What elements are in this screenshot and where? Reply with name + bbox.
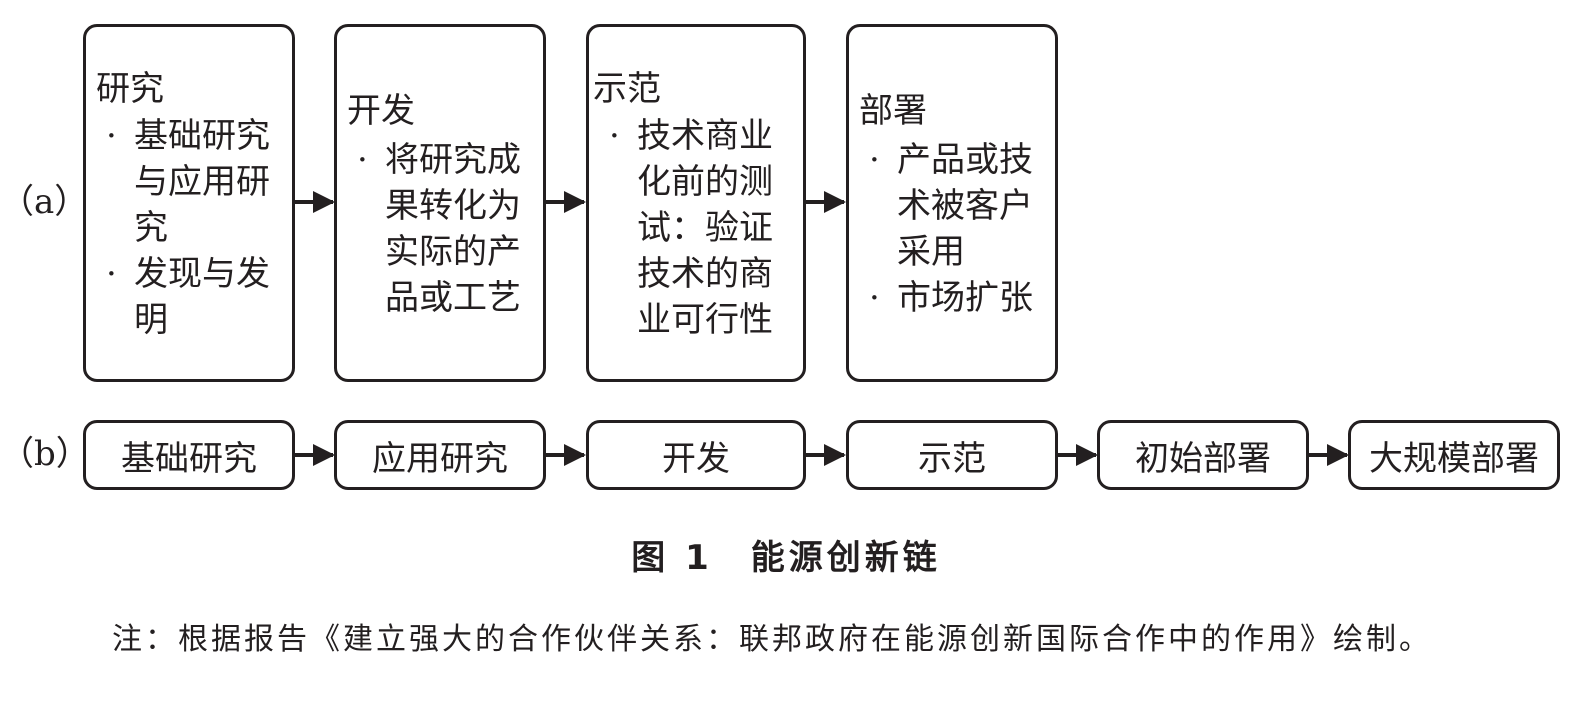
stage-title: 开发: [347, 91, 415, 131]
bullet-item: ·技术商业化前的测试：验证技术的商业可行性: [595, 113, 799, 343]
stage-development-box: 开发 ·将研究成果转化为实际的产品或工艺: [334, 24, 546, 382]
panel-b-label: （b）: [0, 434, 90, 474]
stage-large-scale-deployment: 大规模部署: [1348, 420, 1560, 490]
figure-caption: 图 1 能源创新链: [631, 538, 941, 578]
arrow-right: [806, 444, 846, 466]
bullet-item: ·发现与发明: [92, 251, 288, 343]
stage-deployment-box: 部署 ·产品或技术被客户采用 ·市场扩张: [846, 24, 1058, 382]
stage-development: 开发: [586, 420, 806, 490]
bullet-dot: ·: [106, 116, 117, 156]
stage-initial-deployment: 初始部署: [1097, 420, 1309, 490]
arrow-right: [806, 191, 846, 213]
stage-demonstration: 示范: [846, 420, 1058, 490]
arrow-right: [546, 191, 586, 213]
bullet-list: ·将研究成果转化为实际的产品或工艺: [343, 137, 539, 321]
stage-title: 研究: [96, 69, 164, 109]
stage-demonstration-box: 示范 ·技术商业化前的测试：验证技术的商业可行性: [586, 24, 806, 382]
stage-basic-research: 基础研究: [83, 420, 295, 490]
bullet-list: ·技术商业化前的测试：验证技术的商业可行性: [595, 113, 799, 343]
bullet-dot: ·: [357, 140, 368, 180]
arrow-right: [546, 444, 586, 466]
bullet-dot: ·: [869, 140, 880, 180]
figure-note: 注：根据报告《建立强大的合作伙伴关系：联邦政府在能源创新国际合作中的作用》绘制。: [112, 622, 1432, 657]
bullet-item: ·产品或技术被客户采用: [855, 137, 1051, 275]
bullet-list: ·基础研究与应用研究 ·发现与发明: [92, 113, 288, 343]
arrow-right: [1058, 444, 1098, 466]
bullet-dot: ·: [609, 116, 620, 156]
arrow-right: [295, 444, 335, 466]
bullet-list: ·产品或技术被客户采用 ·市场扩张: [855, 137, 1051, 321]
bullet-item: ·将研究成果转化为实际的产品或工艺: [343, 137, 539, 321]
bullet-item: ·基础研究与应用研究: [92, 113, 288, 251]
bullet-dot: ·: [869, 278, 880, 318]
stage-title: 部署: [859, 91, 927, 131]
panel-a-label: （a）: [0, 182, 89, 222]
bullet-dot: ·: [106, 254, 117, 294]
stage-research-box: 研究 ·基础研究与应用研究 ·发现与发明: [83, 24, 295, 382]
arrow-right: [295, 191, 335, 213]
stage-applied-research: 应用研究: [334, 420, 546, 490]
arrow-right: [1309, 444, 1349, 466]
stage-title: 示范: [593, 69, 661, 109]
bullet-item: ·市场扩张: [855, 275, 1051, 321]
